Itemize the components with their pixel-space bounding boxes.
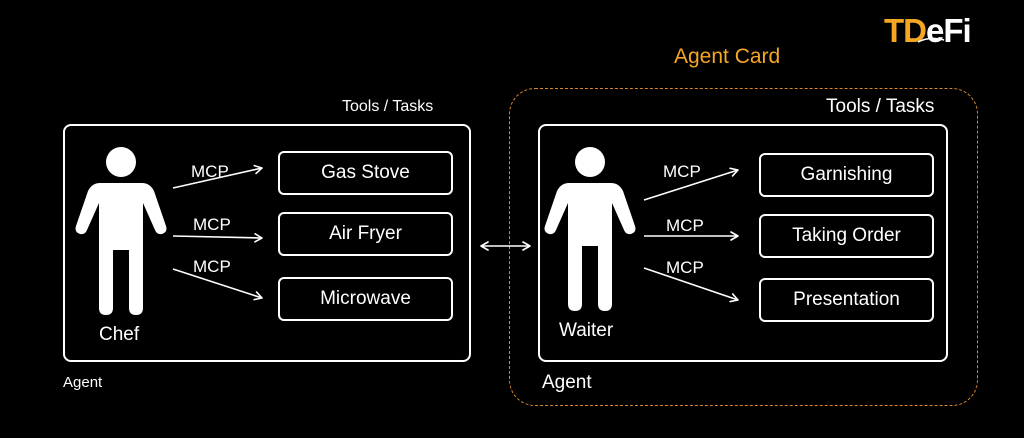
right-agent-label: Agent — [542, 372, 592, 393]
logo-efi-text: eFi — [926, 12, 972, 49]
tdefi-logo: TDeFi — [884, 12, 972, 49]
tool-air-fryer: Air Fryer — [278, 212, 453, 256]
left-mcp-label-1: MCP — [191, 162, 229, 181]
right-mcp-label-3: MCP — [666, 258, 704, 277]
arrow-icon — [172, 164, 263, 189]
right-mcp-label-1: MCP — [663, 162, 701, 181]
arrow-icon — [172, 233, 263, 243]
left-tools-title: Tools / Tasks — [342, 98, 434, 115]
left-mcp-label-2: MCP — [193, 215, 231, 234]
waiter-person-icon — [544, 147, 636, 311]
tool-presentation: Presentation — [759, 278, 934, 322]
tool-garnishing: Garnishing — [759, 153, 934, 197]
tool-taking-order: Taking Order — [759, 214, 934, 258]
agent-card-title: Agent Card — [674, 45, 781, 68]
right-tools-title: Tools / Tasks — [826, 96, 935, 117]
logo-swoosh-icon — [917, 37, 945, 43]
left-mcp-label-3: MCP — [193, 257, 231, 276]
left-agent-panel — [63, 124, 471, 362]
right-agent-panel — [538, 124, 948, 362]
arrow-icon — [643, 267, 739, 303]
tool-microwave: Microwave — [278, 277, 453, 321]
arrow-icon — [643, 167, 739, 201]
chef-person-icon — [75, 147, 167, 315]
chef-label: Chef — [99, 324, 140, 345]
tool-gas-stove: Gas Stove — [278, 151, 453, 195]
waiter-label: Waiter — [559, 320, 614, 341]
left-agent-label: Agent — [63, 374, 103, 391]
arrow-icon — [172, 268, 263, 301]
right-mcp-label-2: MCP — [666, 216, 704, 235]
